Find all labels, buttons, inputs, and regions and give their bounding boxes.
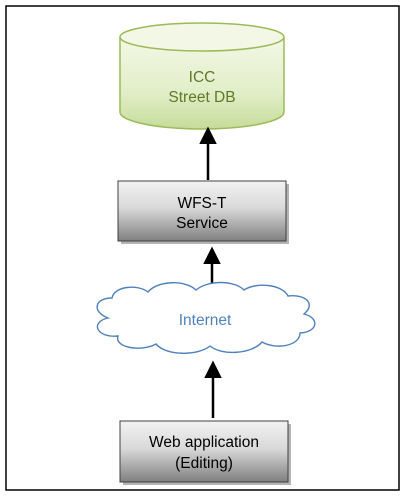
service-label-line2: Service [176, 215, 228, 232]
wfs-t-service-box: WFS-T Service [117, 180, 289, 244]
internet-cloud: Internet [96, 281, 316, 354]
webapp-box [119, 420, 289, 483]
cloud-outline [96, 281, 316, 354]
outer-frame [5, 5, 400, 491]
db-top [119, 22, 285, 52]
service-box [117, 180, 287, 242]
webapp-label-line2: (Editing) [175, 455, 233, 472]
db-label-line1: ICC [189, 69, 216, 86]
db-label-line2: Street DB [168, 89, 235, 106]
webapp-label-line1: Web application [149, 434, 259, 451]
internet-label: Internet [179, 312, 232, 329]
service-label-line1: WFS-T [177, 195, 227, 212]
icc-street-db-cylinder: ICC Street DB [119, 22, 285, 130]
web-application-box: Web application (Editing) [119, 420, 291, 485]
